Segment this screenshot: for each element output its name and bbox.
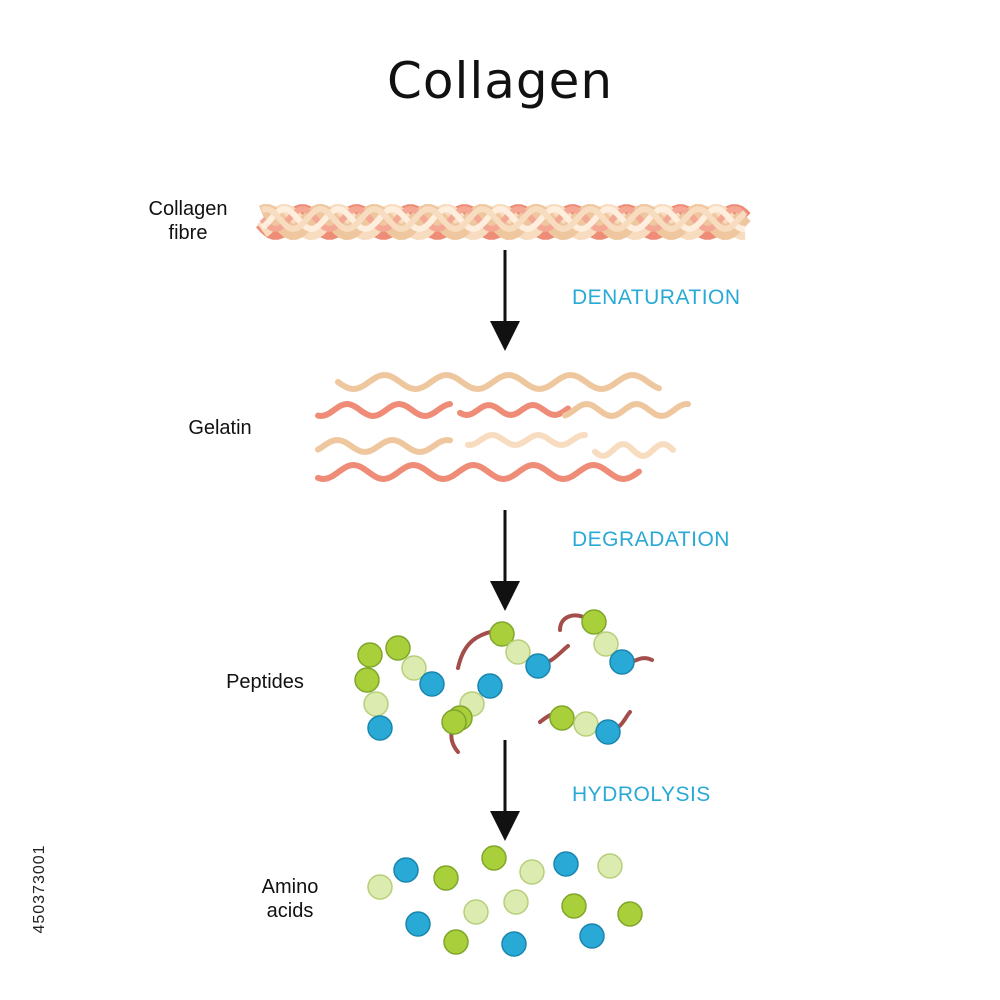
peptide-bead [419,671,445,697]
gelatin-strands [315,371,691,483]
peptide-bead [401,655,427,681]
peptide-bead [505,639,531,665]
label-gelatin: Gelatin [188,417,252,439]
peptide-bead [573,711,599,737]
step-hydrolysis: HYDROLYSIS [572,783,711,806]
amino-acid-bead [367,874,393,900]
peptide-bead [489,621,515,647]
amino-acid-bead [405,911,431,937]
amino-acid-bead [393,857,419,883]
peptide-bead [354,667,380,693]
gelatin-strand [315,400,453,420]
gelatin-strand [562,400,691,420]
gelatin-strand [335,371,662,393]
gelatin-strand [465,431,588,449]
peptide-bead [441,709,467,735]
amino-acid-bead [501,931,527,957]
amino-acid-bead [579,923,605,949]
amino-acid-beads [367,845,643,957]
label-amino-acids: Amino acids [261,876,319,922]
collagen-fibre [256,204,751,240]
gelatin-strand [592,441,676,460]
peptide-bead [595,719,621,745]
step-degradation: DEGRADATION [572,528,730,551]
peptide-bead [363,691,389,717]
fibre-strand-cream-highlight [260,206,746,232]
amino-acid-bead [433,865,459,891]
peptide-bead [593,631,619,657]
peptide-bead [549,705,575,731]
peptide-chains [354,609,654,754]
label-collagen-fibre: Collagen fibre [148,198,228,244]
gelatin-strand [315,461,642,483]
peptide-bead [525,653,551,679]
peptide-bead [385,635,411,661]
amino-acid-bead [553,851,579,877]
peptide-bead [581,609,607,635]
step-denaturation: DENATURATION [572,286,741,309]
peptide-bead [477,673,503,699]
amino-acid-bead [561,893,587,919]
label-peptides: Peptides [226,671,304,693]
amino-acid-bead [597,853,623,879]
amino-acid-bead [481,845,507,871]
amino-acid-bead [463,899,489,925]
amino-acid-bead [503,889,529,915]
peptide-bead [357,642,383,668]
amino-acid-bead [617,901,643,927]
amino-acid-bead [519,859,545,885]
peptide-bead [367,715,393,741]
amino-acid-bead [443,929,469,955]
gelatin-strand [457,401,571,419]
diagram-title: Collagen [386,52,614,110]
peptide-bead [609,649,635,675]
fibre-strand-tan-highlight [260,206,748,232]
gelatin-strand [315,436,453,456]
